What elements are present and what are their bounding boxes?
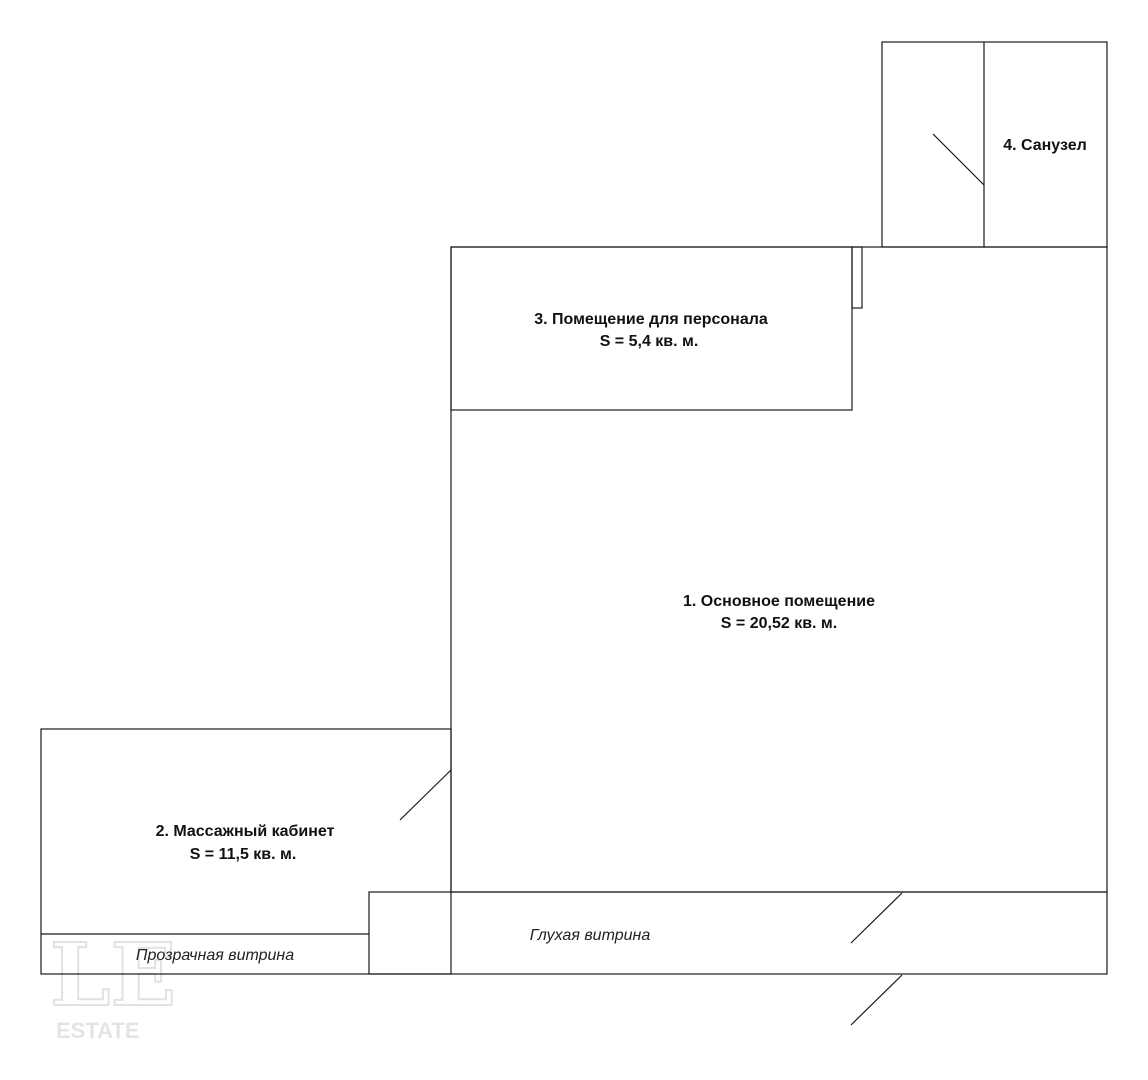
room-main-outline (450, 246, 1108, 893)
room-staff-name: 3. Помещение для персонала (534, 311, 768, 328)
room-bathroom-name: 4. Санузел (1003, 137, 1087, 154)
room-main-area: S = 20,52 кв. м. (721, 615, 837, 632)
watermark-monogram: LE (50, 925, 176, 1026)
entrance-door-inner (850, 892, 903, 944)
transparent-window-label: Прозрачная витрина (136, 947, 294, 964)
room-massage-name: 2. Массажный кабинет (156, 823, 335, 840)
room-bathroom-outline (881, 41, 1108, 248)
room-massage-outline (40, 728, 452, 975)
blank-window-label: Глухая витрина (530, 927, 651, 944)
room-staff-area: S = 5,4 кв. м. (600, 333, 699, 350)
entrance-door-outer (850, 974, 903, 1026)
massage-door (399, 769, 452, 821)
watermark-brand: ESTATE (56, 1018, 140, 1043)
room-massage-area: S = 11,5 кв. м. (190, 846, 297, 863)
room-staff-outline (450, 246, 853, 411)
staff-door-jamb (851, 246, 863, 309)
room-main-name: 1. Основное помещение (683, 593, 875, 610)
blank-window-outline (368, 891, 1108, 975)
watermark-logo: LE ESTATE (49, 924, 177, 1043)
bathroom-door (932, 133, 985, 186)
